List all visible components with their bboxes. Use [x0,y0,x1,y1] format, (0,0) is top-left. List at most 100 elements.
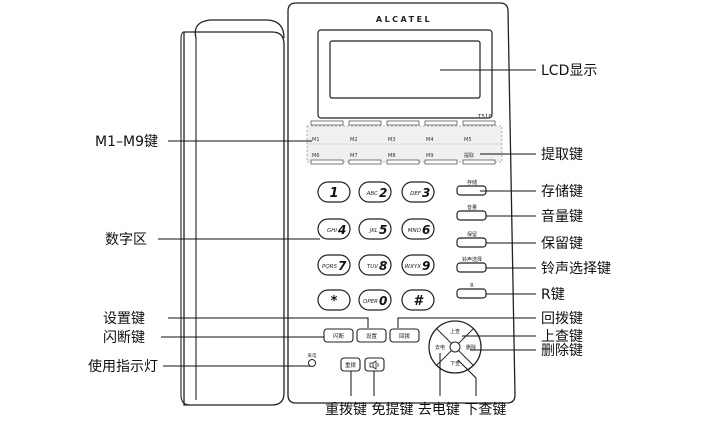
memory-key-label: M6 [312,153,320,159]
callout-hold: 保留键 [541,236,583,252]
memory-key-7[interactable] [348,159,382,165]
memory-strip [306,125,503,163]
leader-lines [158,69,536,396]
function-key-label: 闪断 [333,332,345,340]
memory-key-label: M2 [350,137,358,143]
memory-key-label: 提取 [464,152,474,159]
model-label: T516 [477,114,492,120]
nav-right-button[interactable]: 删除 [466,344,476,351]
function-key-label: 设置 [366,332,378,340]
key-sub-label: MNO [408,228,422,234]
key-main-label: * [331,294,338,309]
key-main-label: 1 [329,186,338,201]
side-key-3[interactable]: 保留 [456,231,487,248]
indicator-light [308,359,316,367]
memory-key-label: M1 [312,137,320,143]
key-sub-label: GHI [327,228,337,234]
key-main-label: 6 [422,223,430,237]
memory-key-8[interactable] [386,159,420,165]
key-main-label: 4 [337,223,346,237]
side-key-1[interactable]: 存储 [456,179,487,196]
handsfree-button[interactable] [364,357,385,372]
key-sub-label: DEF [410,191,422,197]
callout-callback: 回拨键 [541,311,583,327]
memory-key-10[interactable] [462,159,496,165]
callout-extract: 提取键 [541,147,583,163]
handset [180,19,285,406]
memory-keys[interactable] [310,120,496,165]
bottom-keys[interactable]: 闪断 设置 回拨 [323,328,420,343]
key-1[interactable]: 1 [317,181,351,203]
key-main-label: 7 [338,259,347,273]
memory-key-6[interactable] [310,159,344,165]
key-sub-label: WXYX [405,264,422,270]
memory-key-label: M3 [388,137,396,143]
function-key-3[interactable]: 回拨 [389,328,420,343]
side-key-label: 铃声选择 [462,256,482,263]
key-main-label: 0 [379,294,387,308]
callout-indicator: 使用指示灯 [88,358,158,375]
memory-key-label: M8 [388,153,396,159]
callout-delete: 删除键 [541,343,583,359]
memory-key-label: M7 [350,153,358,159]
key-hash[interactable]: # [401,289,435,311]
memory-key-label: M4 [426,137,434,143]
callout-up: 上查键 [541,329,583,345]
side-key-4[interactable]: 铃声选择 [456,256,487,273]
indicator-label: 来电 [308,352,317,359]
function-key-2[interactable]: 设置 [356,328,387,343]
memory-key-2[interactable] [348,120,382,126]
key-main-label: 3 [422,186,430,200]
redial-button-label: 重拨 [345,361,357,369]
callout-flash: 闪断键 [103,330,145,346]
memory-key-3[interactable] [386,120,420,126]
side-key-label: 音量 [467,204,477,211]
key-main-label: 8 [379,259,387,273]
key-sub-label: JKL [369,228,378,234]
key-star[interactable]: * [317,289,351,311]
key-main-label: 2 [379,186,387,200]
memory-key-4[interactable] [424,120,458,126]
callout-r: R键 [541,287,565,303]
callout-m1m9: M1–M9键 [95,134,158,150]
lcd-screen [317,29,493,119]
nav-left-button[interactable]: 去电 [435,344,445,351]
nav-up-button[interactable]: 上查 [450,328,460,335]
key-main-label: # [413,294,424,309]
callout-store: 存储键 [541,184,583,200]
callout-setup: 设置键 [103,311,145,327]
redial-button[interactable]: 重拨 [340,357,361,372]
key-sub-label: TUV [367,264,379,270]
speaker-icon [369,360,379,370]
side-key-label: 存储 [467,179,477,186]
callout-volume: 音量键 [541,208,583,225]
callout-lcd: LCD显示 [541,63,597,79]
brand-logo: ALCATEL [376,15,432,24]
memory-key-1[interactable] [310,120,344,126]
key-main-label: 5 [379,223,387,237]
callout-numpad: 数字区 [105,232,147,248]
memory-key-label: M5 [464,137,472,143]
callout-ringer: 铃声选择键 [541,261,611,277]
key-sub-label: OPER [363,299,378,305]
side-key-label: 保留 [467,231,477,238]
side-key-label: R [470,283,474,289]
memory-key-9[interactable] [424,159,458,165]
memory-key-5[interactable] [462,120,496,126]
key-sub-label: PQRS [322,264,337,270]
function-key-1[interactable]: 闪断 [323,328,354,343]
nav-down-button[interactable]: 下查 [450,360,460,367]
nav-cluster [428,320,482,374]
